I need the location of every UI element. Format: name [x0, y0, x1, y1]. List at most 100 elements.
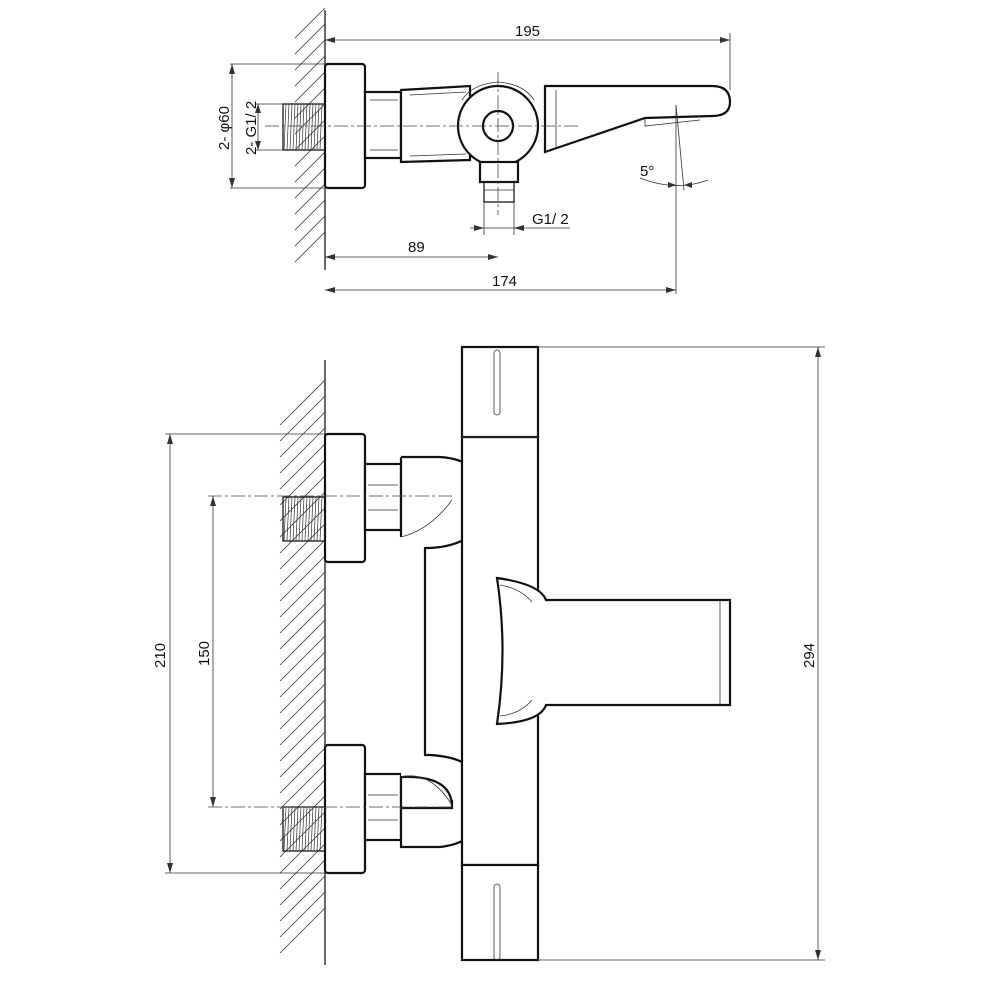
thread-line: [304, 496, 308, 542]
hatch-line: [279, 395, 326, 442]
thread-line: [304, 806, 308, 852]
thread-line: [295, 806, 299, 852]
thread-line: [295, 496, 299, 542]
thread-line: [316, 496, 320, 542]
dim-2-phi60: 2- φ60: [216, 106, 233, 150]
hatch-line: [294, 23, 326, 55]
hatch-line: [294, 183, 326, 215]
thread-line: [286, 103, 290, 151]
spout-front: [495, 576, 732, 726]
dim-195: 195: [515, 23, 540, 40]
thread-line: [319, 806, 323, 852]
hatch-line: [279, 683, 326, 730]
dim-294: 294: [801, 643, 818, 668]
dim-150: 150: [196, 641, 213, 666]
dim-2-g1-2: 2- G1/ 2: [243, 101, 260, 155]
thread-line: [298, 103, 302, 151]
thread-lines-front: [283, 496, 323, 852]
hatch-line: [279, 859, 326, 906]
hatch-line: [279, 411, 326, 458]
thread-line: [283, 496, 287, 542]
thread-line: [298, 496, 302, 542]
connector-nut-top: [363, 90, 403, 160]
hatch-line: [279, 555, 326, 602]
handle-bottom-groove: [493, 883, 501, 961]
dim-5-deg: 5°: [640, 163, 654, 180]
thread-line: [292, 496, 296, 542]
hatch-line: [294, 39, 326, 71]
front-view: 210 150 294: [152, 345, 825, 965]
hatch-line: [294, 167, 326, 199]
hatch-line: [294, 135, 326, 167]
wall-flange-lower: [323, 743, 367, 875]
hatch-line: [294, 71, 326, 103]
wall-hatch-front: [279, 379, 326, 954]
thread-line: [313, 806, 317, 852]
dim-89: 89: [408, 239, 425, 256]
spout-top: [543, 84, 732, 154]
hatch-line: [294, 87, 326, 119]
thread-line: [292, 806, 296, 852]
hatch-line: [279, 731, 326, 778]
top-view: 195 2- φ60 2- G1/ 2 G1/ 2 5° 89: [216, 7, 732, 294]
wall-flange-upper: [323, 432, 367, 564]
hatch-line: [279, 875, 326, 922]
hatch-line: [279, 747, 326, 794]
connector-nut-upper: [363, 462, 403, 532]
hatch-line: [279, 603, 326, 650]
hatch-line: [279, 699, 326, 746]
thread-line: [301, 496, 305, 542]
hatch-line: [279, 907, 326, 954]
hatch-line: [279, 539, 326, 586]
hatch-line: [279, 763, 326, 810]
thread-line: [307, 496, 311, 542]
outlet-nut-top: [478, 160, 520, 184]
hatch-line: [279, 619, 326, 666]
thread-line: [295, 103, 299, 151]
hatch-line: [279, 715, 326, 762]
hatch-line: [294, 151, 326, 183]
thread-line: [310, 103, 314, 151]
dim-210: 210: [152, 643, 169, 668]
thread-line: [283, 103, 287, 151]
thread-line: [316, 103, 320, 151]
thread-line: [301, 806, 305, 852]
hatch-line: [279, 779, 326, 826]
dim-g1-2-outlet: G1/ 2: [532, 211, 569, 228]
thread-line: [289, 103, 293, 151]
hatch-line: [279, 427, 326, 474]
hatch-line: [294, 55, 326, 87]
handle-top-groove: [493, 349, 501, 416]
thread-line: [286, 806, 290, 852]
thread-line: [304, 103, 308, 151]
hatch-line: [279, 667, 326, 714]
outlet-thread-top: [483, 181, 515, 203]
hatch-line: [294, 119, 326, 151]
thread-line: [289, 496, 293, 542]
hatch-line: [294, 231, 326, 263]
hatch-line: [279, 587, 326, 634]
body-top: [399, 84, 472, 164]
thread-line: [286, 496, 290, 542]
thread-line: [301, 103, 305, 151]
thread-line: [319, 103, 323, 151]
thread-line: [313, 103, 317, 151]
hatch-line: [294, 215, 326, 247]
thread-line: [319, 496, 323, 542]
thread-line: [310, 496, 314, 542]
hatch-line: [279, 379, 326, 426]
thread-line: [313, 496, 317, 542]
thread-line: [289, 806, 293, 852]
thread-line: [310, 806, 314, 852]
hatch-line: [279, 635, 326, 682]
thread-line: [298, 806, 302, 852]
hatch-line: [279, 475, 326, 522]
thread-line: [316, 806, 320, 852]
thread-line: [307, 103, 311, 151]
thread-line: [307, 806, 311, 852]
hatch-line: [294, 7, 326, 39]
dim-174: 174: [492, 273, 517, 290]
hatch-line: [279, 651, 326, 698]
